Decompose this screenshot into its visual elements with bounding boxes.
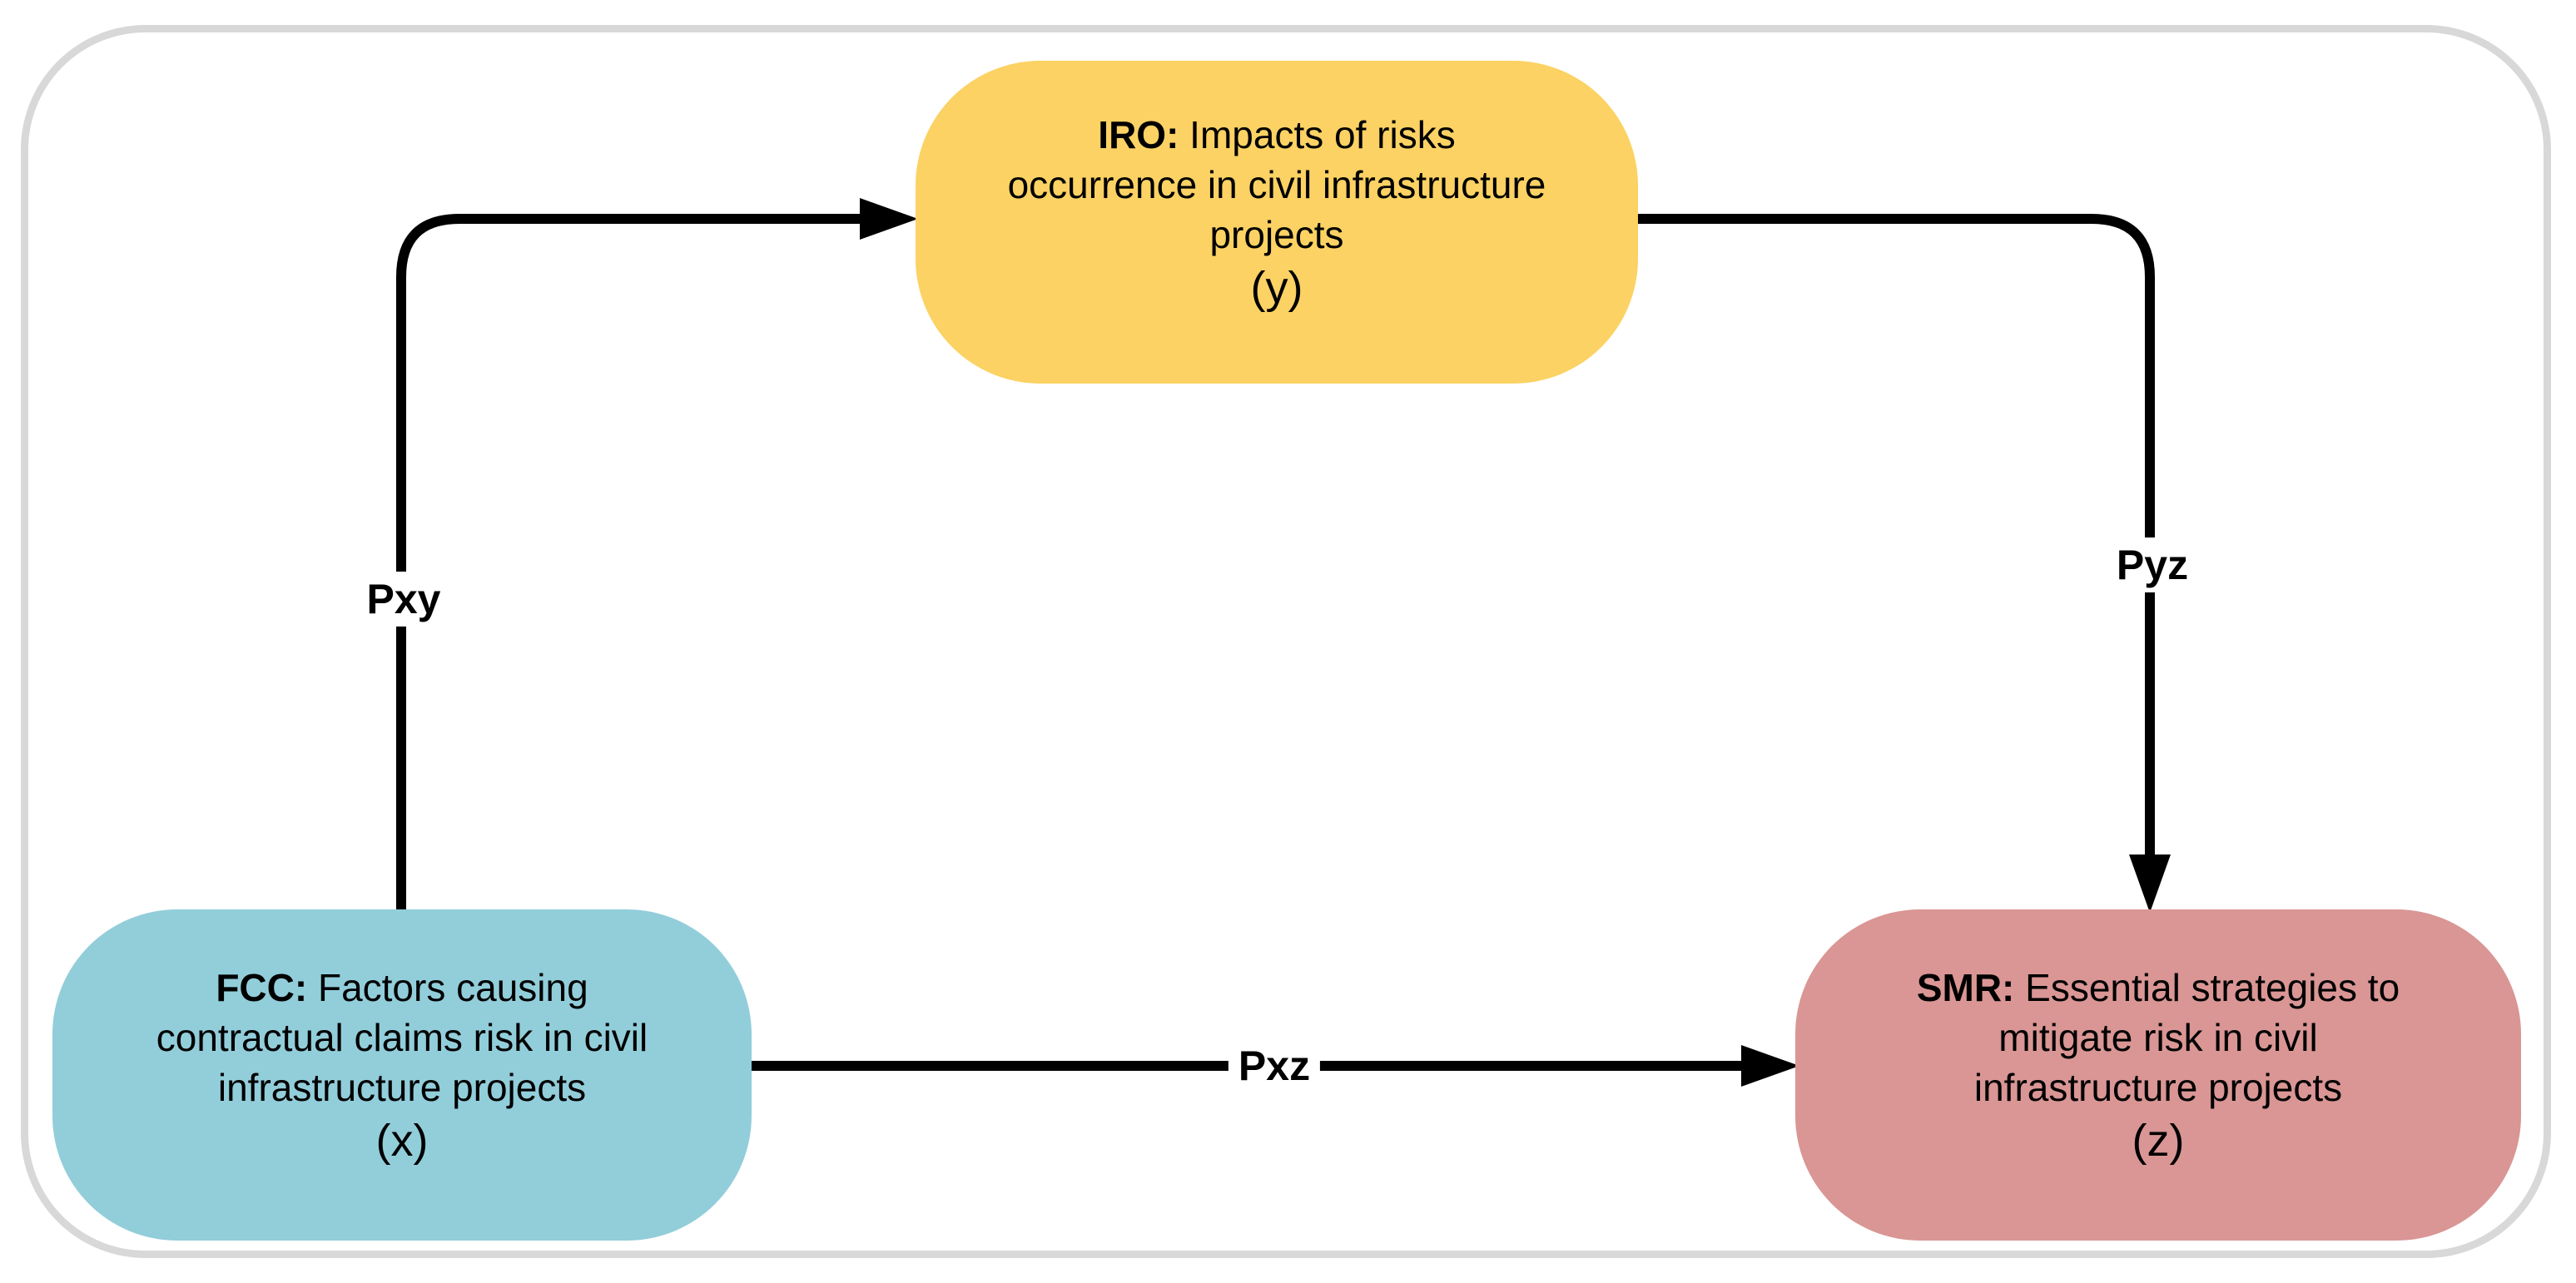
node-fcc-text-1: Factors causing (307, 966, 588, 1009)
edge-label-pyz: Pyz (2106, 537, 2199, 592)
node-fcc: FCC: Factors causing contractual claims … (52, 909, 752, 1241)
node-smr-abbr: SMR: (1916, 966, 2015, 1009)
node-fcc-line-3: infrastructure projects (217, 1066, 587, 1109)
node-smr-line-3: infrastructure projects (1973, 1066, 2343, 1109)
node-iro-text-1: Impacts of risks (1179, 113, 1456, 156)
node-smr-line-1: SMR: Essential strategies to (1917, 963, 2400, 1013)
node-smr-variable: (z) (2132, 1116, 2185, 1166)
node-fcc-line-1: FCC: Factors causing (216, 963, 588, 1013)
node-iro-line-1: IRO: Impacts of risks (1098, 110, 1455, 160)
edge-label-pxy: Pxy (356, 572, 451, 627)
node-fcc-abbr: FCC: (216, 966, 308, 1009)
node-iro-line-2: occurrence in civil infrastructure (1007, 163, 1546, 206)
edge-pyz-arrowhead (2129, 855, 2171, 913)
node-iro: IRO: Impacts of risks occurrence in civi… (916, 61, 1638, 384)
node-fcc-variable: (x) (375, 1116, 429, 1166)
edge-pxz-arrowhead (1741, 1045, 1799, 1087)
node-fcc-line-2: contractual claims risk in civil (156, 1016, 648, 1059)
edge-label-pxz: Pxz (1228, 1038, 1321, 1093)
node-iro-line-3: projects (1209, 213, 1344, 256)
node-iro-variable: (y) (1250, 263, 1303, 313)
edge-pxy-arrowhead (860, 198, 918, 240)
node-smr-line-2: mitigate risk in civil (1998, 1016, 2318, 1059)
node-smr: SMR: Essential strategies to mitigate ri… (1795, 909, 2521, 1241)
node-smr-text-1: Essential strategies to (2014, 966, 2400, 1009)
edge-pxy-path (396, 214, 867, 914)
outer-frame (21, 25, 2551, 1258)
edge-pyz-path (1629, 214, 2155, 864)
node-iro-abbr: IRO: (1098, 113, 1179, 156)
